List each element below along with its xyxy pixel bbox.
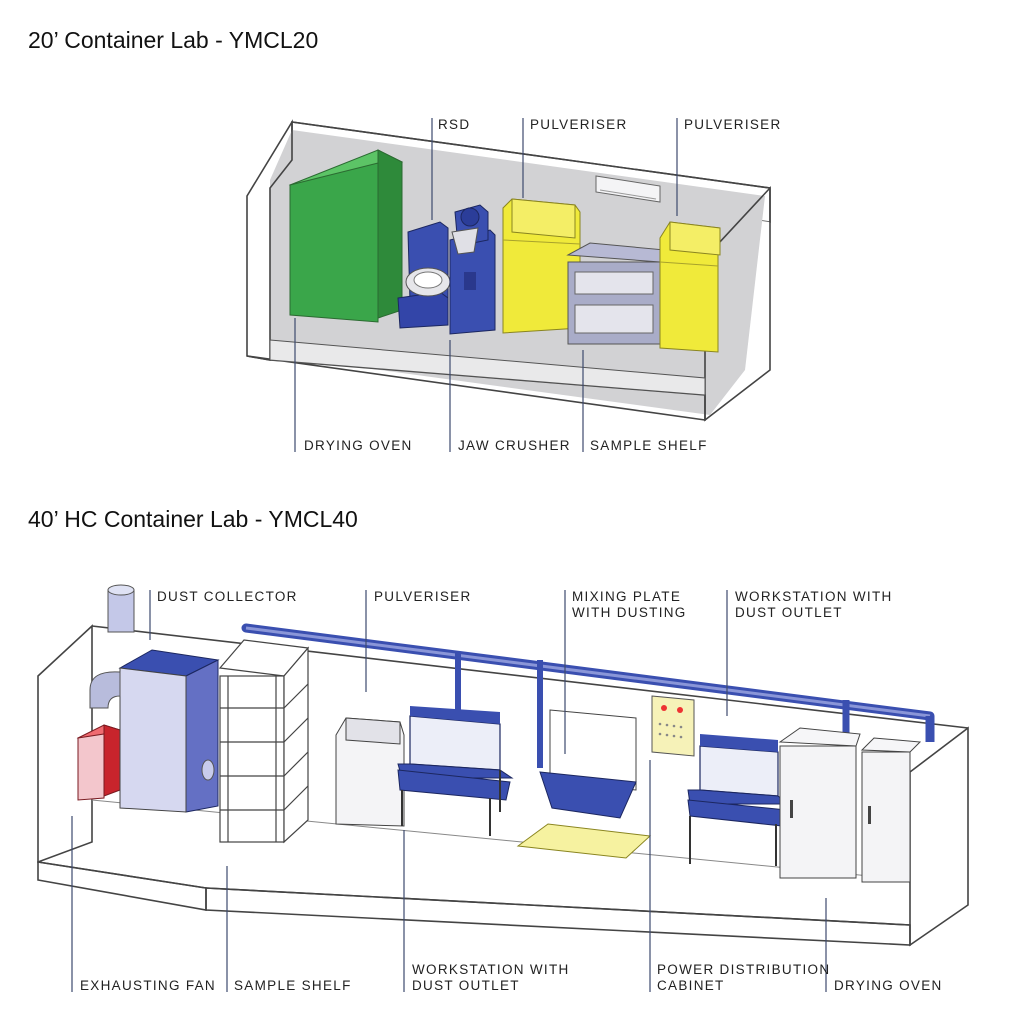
mixing-plate — [516, 709, 652, 859]
label-workstation-top-2: DUST OUTLET — [735, 605, 843, 620]
sample-shelf-grey — [566, 242, 666, 345]
label-drying-oven: DRYING OVEN — [304, 438, 413, 453]
drying-oven-green — [288, 149, 404, 323]
container-20ft: RSD PULVERISER PULVERISER DRYING OVEN JA… — [246, 117, 782, 453]
drying-oven-cabinets — [778, 727, 922, 883]
label-workstation-bottom-2: DUST OUTLET — [412, 978, 520, 993]
workstation-1 — [397, 706, 514, 836]
pulveriser-white — [335, 717, 405, 827]
label-power-cabinet-1: POWER DISTRIBUTION — [657, 962, 830, 977]
label-sample-shelf: SAMPLE SHELF — [590, 438, 708, 453]
pulveriser-yellow-2 — [659, 221, 721, 353]
lab40-leader-lines — [71, 590, 827, 992]
label-power-cabinet-2: CABINET — [657, 978, 725, 993]
pulveriser-yellow-1 — [502, 198, 581, 334]
lab40-title: 40’ HC Container Lab - YMCL40 — [28, 506, 358, 532]
label-workstation-top-1: WORKSTATION WITH — [735, 589, 893, 604]
lab20-title: 20’ Container Lab - YMCL20 — [28, 27, 319, 53]
label-pulveriser-1: PULVERISER — [530, 117, 628, 132]
workstation-2 — [687, 734, 790, 866]
power-distribution-cabinet — [651, 695, 695, 757]
sample-shelf-rack — [218, 639, 310, 844]
dust-duct-pipe — [241, 623, 935, 768]
label-dust-collector: DUST COLLECTOR — [157, 589, 298, 604]
dust-collector-unit — [89, 649, 220, 813]
label-workstation-bottom-1: WORKSTATION WITH — [412, 962, 570, 977]
chimney-duct — [107, 584, 135, 633]
container-40ft: DUST COLLECTOR PULVERISER MIXING PLATE W… — [37, 584, 969, 993]
rsd-unit — [397, 221, 451, 329]
label-pulveriser: PULVERISER — [374, 589, 472, 604]
label-mixing-plate-1: MIXING PLATE — [572, 589, 681, 604]
label-pulveriser-2: PULVERISER — [684, 117, 782, 132]
label-sample-shelf-40: SAMPLE SHELF — [234, 978, 352, 993]
label-jaw-crusher: JAW CRUSHER — [458, 438, 571, 453]
label-drying-oven-40: DRYING OVEN — [834, 978, 943, 993]
label-exhausting-fan: EXHAUSTING FAN — [80, 978, 216, 993]
lab20-leader-lines — [294, 118, 678, 452]
label-mixing-plate-2: WITH DUSTING — [572, 605, 687, 620]
jaw-crusher-unit — [449, 204, 496, 335]
label-rsd: RSD — [438, 117, 470, 132]
exhausting-fan-red — [76, 724, 122, 801]
air-conditioner-icon — [595, 175, 661, 203]
